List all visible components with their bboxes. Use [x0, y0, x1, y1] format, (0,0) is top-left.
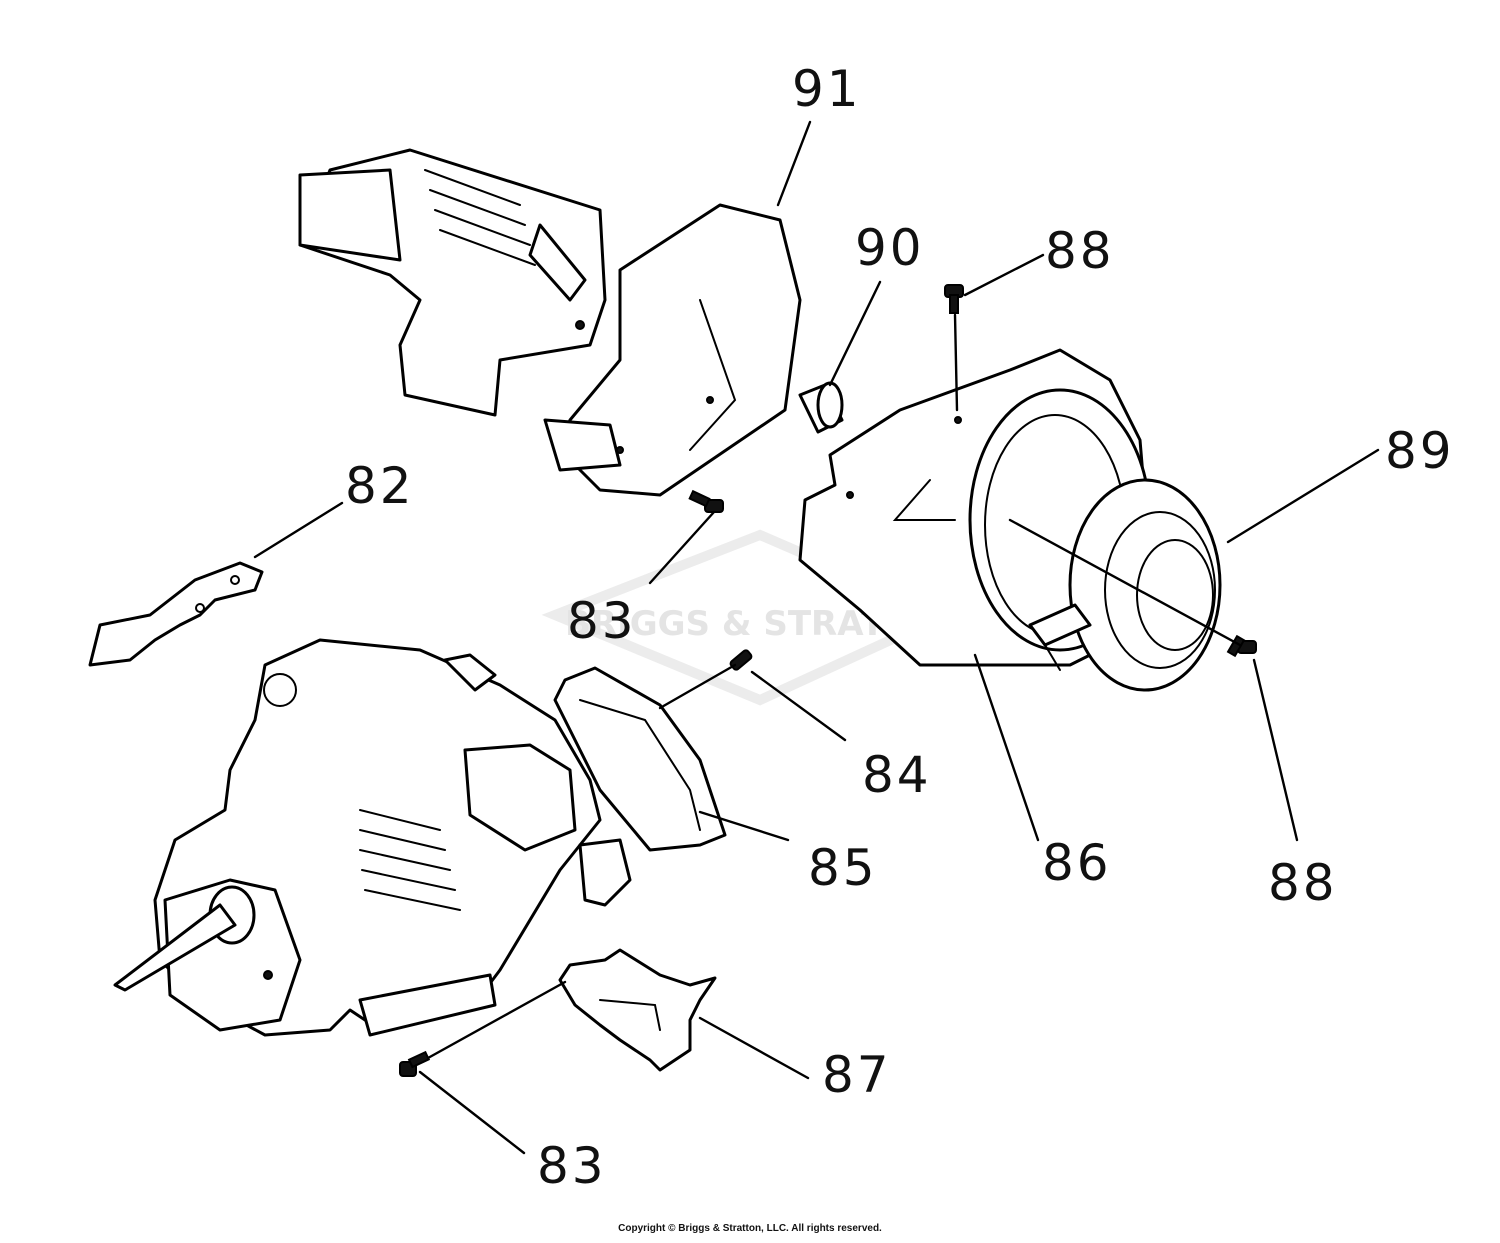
callout-91: 91: [792, 60, 862, 118]
leader-83-bottom: [418, 1070, 526, 1155]
callout-84: 84: [862, 746, 932, 804]
leader-90: [828, 280, 882, 387]
part-87-deflector[interactable]: [558, 948, 717, 1072]
copyright-notice: Copyright © Briggs & Stratton, LLC. All …: [618, 1223, 882, 1234]
part-88-top-bolt[interactable]: [944, 284, 964, 314]
callout-numbers: 91 90 88 89 82 83 84 85 86 88 87 83: [345, 60, 1455, 1195]
leader-84: [750, 670, 847, 742]
part-89-recoil-starter[interactable]: [1028, 478, 1222, 692]
axis-89: [1008, 518, 1242, 647]
callout-87: 87: [822, 1046, 892, 1104]
callout-83-mid: 83: [567, 592, 637, 650]
leader-89: [1226, 448, 1380, 544]
part-84-screw[interactable]: [729, 649, 753, 671]
part-91-engine-assembly[interactable]: [298, 148, 802, 497]
leader-88-top: [963, 253, 1045, 297]
axis-88-top: [953, 313, 959, 412]
part-82-bracket[interactable]: [88, 561, 264, 667]
leader-85: [698, 810, 790, 842]
callout-88-bottom: 88: [1268, 854, 1338, 912]
callout-83-bottom: 83: [537, 1137, 607, 1195]
part-85-air-cleaner-cover[interactable]: [553, 666, 727, 852]
callout-86: 86: [1042, 834, 1112, 892]
callout-88-top: 88: [1045, 222, 1115, 280]
callout-82: 82: [345, 457, 415, 515]
part-83-mid-bolt[interactable]: [688, 489, 724, 513]
callout-90: 90: [855, 219, 925, 277]
callout-89: 89: [1385, 422, 1455, 480]
leader-91: [776, 120, 812, 207]
leader-88-bottom: [1252, 658, 1299, 842]
leader-87: [698, 1016, 810, 1080]
leader-86: [973, 653, 1040, 842]
part-90-bushing[interactable]: [798, 381, 844, 434]
part-88-bottom-bolt[interactable]: [1226, 634, 1257, 658]
callout-85: 85: [808, 839, 878, 897]
leader-84-85: [658, 663, 737, 710]
leader-82: [253, 501, 344, 559]
part-83-bottom-bolt[interactable]: [399, 1050, 431, 1077]
leader-lines: [253, 120, 1380, 1155]
lower-engine-assembly[interactable]: [113, 638, 632, 1037]
leader-83-mid: [648, 510, 716, 585]
leader-83-bottom-up: [426, 980, 567, 1060]
